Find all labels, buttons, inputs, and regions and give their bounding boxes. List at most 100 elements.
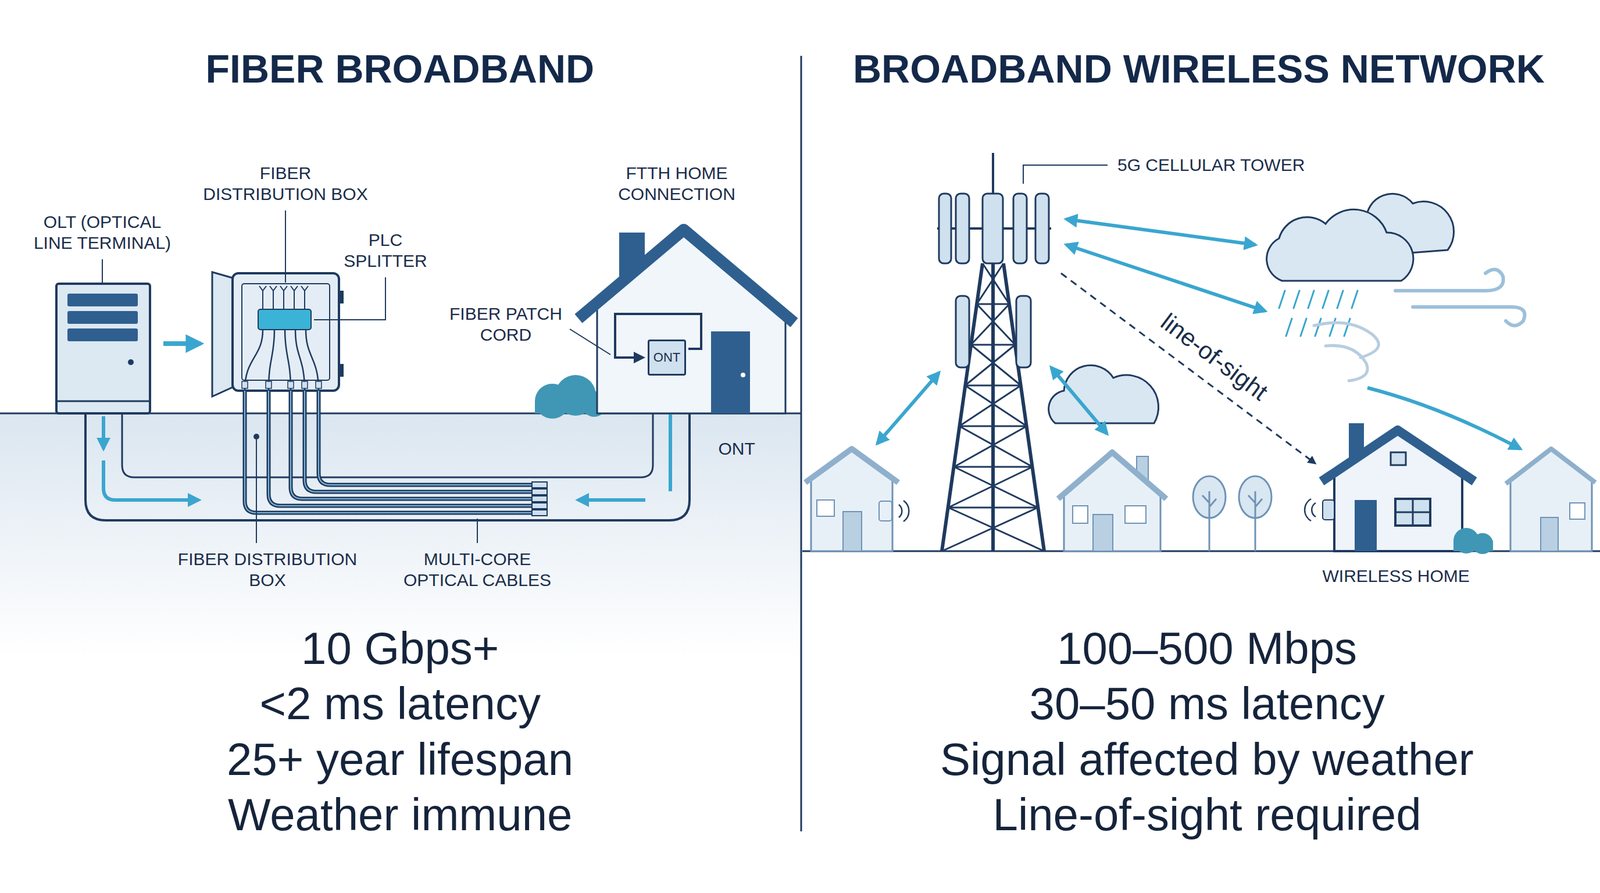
leader-line [1023,165,1108,184]
optical-cables [290,390,532,499]
neighbour-house [1505,447,1596,552]
cellular-tower [991,152,995,198]
optical-cables [304,390,532,492]
distribution-box [212,272,233,397]
distribution-box [338,290,344,304]
optical-cables [244,390,532,513]
distribution-box [269,286,277,310]
olt-cabinet [67,293,138,307]
cellular-tower [1013,193,1027,264]
underground-area [122,413,653,478]
wireless-home [1395,498,1431,526]
component-label: MULTI-CORE OPTICAL CABLES [390,548,565,591]
leader-line [569,329,611,355]
neighbour-house [805,448,899,483]
tree [1238,476,1272,519]
component-label: PLC SPLITTER [336,229,435,272]
olt-cabinet [56,283,150,414]
wireless-home [1322,500,1335,520]
wireless-signal-arrow [877,219,1521,449]
optical-cables [531,481,548,488]
ftth-house [597,229,786,414]
cellular-tower [1016,295,1031,368]
olt-cabinet [56,283,150,414]
storm-swirl [1313,322,1379,358]
rain [1279,290,1358,337]
stat-text: 25+ year lifespan [226,732,574,788]
neighbour-house [1569,502,1585,520]
panel-heading: BROADBAND WIRELESS NETWORK [852,45,1545,94]
rain [1286,318,1350,337]
olt-cabinet [67,328,138,342]
cloud [1266,209,1414,281]
signal-arrow [163,341,201,346]
tree [1193,476,1272,552]
bush [534,375,607,419]
leader-line [284,210,287,283]
wireless-home [1304,498,1316,521]
stat-text: 30–50 ms latency [1029,676,1385,732]
optical-cables [244,390,532,513]
distribution-box [338,363,344,377]
distribution-box [232,273,339,391]
bush [1453,540,1494,552]
cellular-tower [955,193,970,264]
component-label: FIBER DISTRIBUTION BOX [174,548,361,591]
distribution-box [259,286,309,310]
optical-cables [244,390,548,516]
leader-line [313,277,386,320]
stat-text: 10 Gbps+ [301,621,499,677]
cellular-tower [937,152,1052,552]
distribution-box [265,381,272,389]
signal-flow-arrow [103,382,671,500]
distribution-box [301,286,309,310]
cellular-tower [941,263,1045,552]
optical-cables [531,502,548,509]
wireless-home [1390,452,1406,466]
cellular-tower [1035,193,1049,264]
optical-cables [531,509,548,516]
panel-heading: FIBER BROADBAND [205,45,595,94]
ftth-house [740,372,746,378]
cellular-tower [938,193,952,264]
wireless-signal-arrow [1066,219,1256,245]
underground-area [0,413,802,658]
signal-flow-arrow [101,416,106,449]
component-label: FTTH HOME CONNECTION [609,162,744,205]
distribution-box [258,309,312,330]
optical-cables [318,390,532,485]
optical-cables [531,488,548,495]
neighbour-house [1072,505,1088,524]
optical-cables [290,390,532,499]
cloud [1048,193,1455,424]
neighbour-house [843,511,862,552]
neighbour-house [898,500,909,522]
cellular-tower [982,193,1003,264]
leader-dot [253,433,260,440]
distribution-box [244,329,319,391]
neighbour-house [1063,452,1161,552]
stat-text: Line-of-sight required [993,787,1422,843]
component-label: FIBER PATCH CORD [446,303,566,346]
neighbour-house [805,447,909,552]
neighbour-house [816,500,835,517]
storm-swirl [1325,345,1368,381]
wind [1412,306,1525,326]
optical-cables [318,390,532,485]
cloud [1048,365,1159,424]
stat-text: Weather immune [227,787,573,843]
rain [1279,290,1358,309]
ftth-house [578,229,795,414]
device-box: ONT [647,339,687,376]
neighbour-house [1058,452,1167,552]
wireless-home [1354,500,1377,552]
wireless-signal-arrow [1066,244,1266,312]
signal-flow-arrow [103,460,199,500]
distribution-box [287,381,294,389]
wind [1395,269,1525,326]
neighbour-house [1093,514,1113,552]
wireless-home [1395,498,1431,526]
distribution-box [280,286,288,310]
